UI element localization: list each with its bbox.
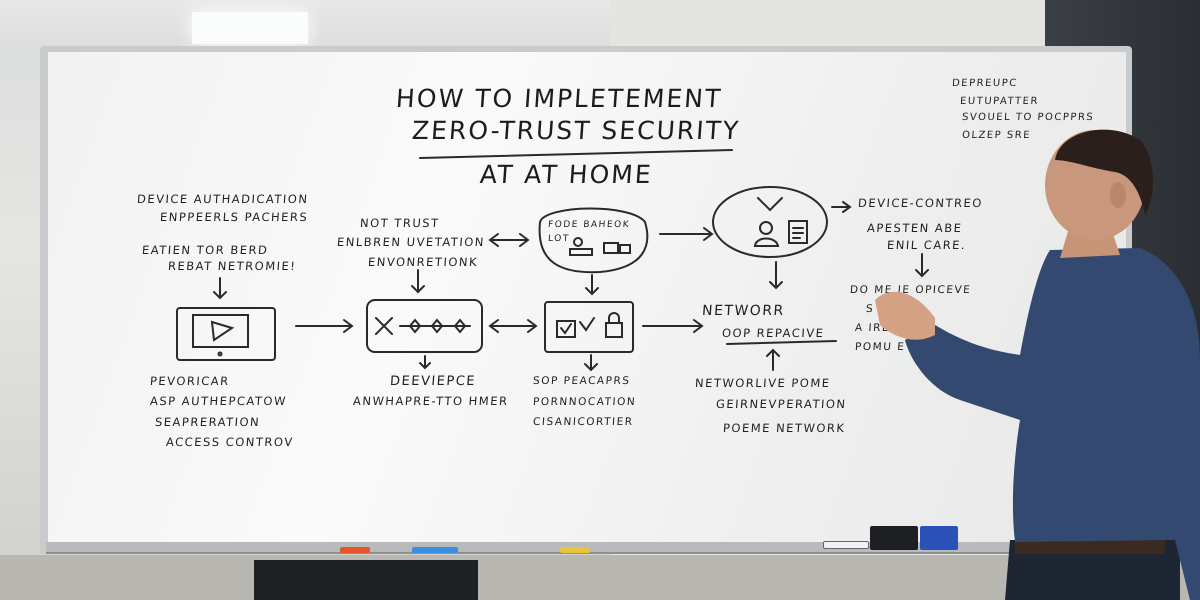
whiteboard-stand [254,560,478,600]
person-ear [1110,182,1126,208]
arrow-up [766,348,780,371]
arrow-down [419,355,431,370]
person-pants [1005,540,1180,600]
arrow-bidirectional [488,319,538,333]
orange-marker[interactable] [340,547,370,553]
blue-marker[interactable] [412,547,458,553]
arrow-right [642,319,704,333]
person-hand [875,291,935,340]
floor [0,555,1200,600]
ceiling-light [192,12,308,44]
user-document-icon [753,197,808,247]
arrow-down [915,253,929,278]
cloud-shape [538,207,649,274]
network-underline [726,340,837,345]
user-laptop-icon [569,237,631,256]
title-underline [419,149,733,159]
arrow-right [831,201,852,213]
arrow-down [584,354,598,372]
cloud-shape [712,186,828,258]
person-belt [1015,538,1165,554]
eraser[interactable] [870,526,918,550]
arrow-bidirectional [488,233,530,247]
arrow-down [411,269,425,294]
device-monitor-icon [176,307,276,361]
white-marker[interactable] [823,541,869,549]
arrow-right [659,227,714,241]
arrow-down [213,277,227,300]
marker-tray [46,542,1016,554]
yellow-marker[interactable] [560,547,590,553]
network-chain-box [366,299,483,353]
person-shirt [905,248,1200,600]
whiteboard [48,52,1126,544]
arrow-down [769,261,783,290]
eraser-blue[interactable] [920,526,958,550]
arrow-right [295,319,354,333]
arrow-down [585,274,599,296]
person-hair [1055,129,1154,215]
lock-check-box [544,301,634,353]
